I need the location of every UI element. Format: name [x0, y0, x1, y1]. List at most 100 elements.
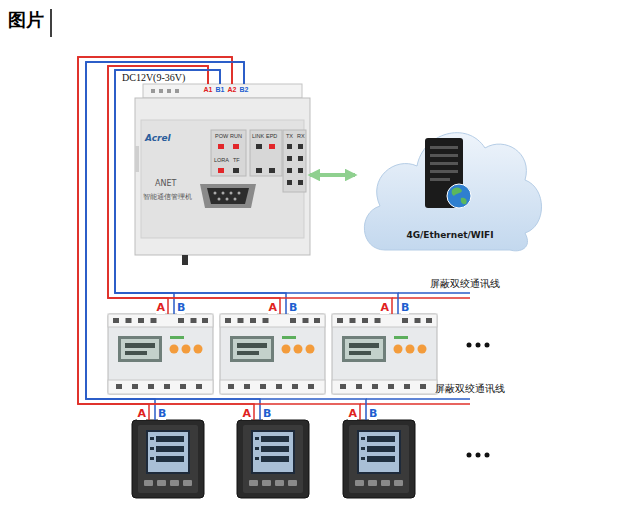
gateway-illustration: [287, 180, 292, 185]
bus-wire-a: [78, 57, 254, 420]
gateway-illustration: [256, 168, 262, 173]
led-label: RX: [297, 133, 305, 139]
terminal-b-label: B: [369, 407, 377, 420]
gateway-illustration: [143, 84, 302, 98]
gateway-illustration: [298, 168, 303, 173]
cloud-illustration: [430, 162, 458, 165]
bus-extension: [398, 292, 470, 294]
ellipsis-dots: [476, 343, 481, 348]
gateway-illustration: [233, 168, 239, 173]
bus-cable: [108, 66, 220, 314]
terminal-b-label: B: [177, 301, 185, 314]
device-model: ANET: [155, 179, 176, 188]
device-name: 智能通信管理机: [143, 192, 192, 202]
led-label: TF: [233, 157, 240, 163]
gateway-illustration: [256, 144, 262, 149]
panel-meter: [343, 420, 415, 498]
gateway-illustration: [233, 144, 239, 149]
gateway-device: AcrelANET 智能通信管理机: [135, 84, 310, 255]
brand-logo: Acrel: [145, 133, 171, 143]
bus-wire-a: [108, 66, 392, 314]
bus-wire-a: [78, 57, 232, 420]
terminal-label: A2: [228, 86, 237, 93]
bus-wire-b: [115, 70, 398, 314]
ellipsis-dots: [467, 343, 472, 348]
gateway-illustration: [175, 89, 179, 93]
led-label: TX: [286, 133, 293, 139]
gateway-illustration: [269, 168, 275, 173]
bus-wire-b: [86, 62, 260, 420]
bus-wire-a: [108, 66, 280, 314]
bus-cable: [78, 57, 244, 420]
energy-meter: AB: [332, 314, 437, 394]
terminal-b-label: B: [401, 301, 409, 314]
terminal-b-label: B: [289, 301, 297, 314]
gateway-illustration: [238, 192, 241, 195]
text-cursor: [50, 9, 52, 37]
terminal-label: A1: [204, 86, 213, 93]
antenna: [182, 255, 188, 265]
energy-meter: [108, 314, 213, 394]
bus-cable: [78, 57, 366, 420]
cloud: 4G/Ethernet/WIFI: [355, 108, 545, 255]
gateway-illustration: [159, 89, 163, 93]
gateway-illustration: [287, 144, 292, 149]
gateway-illustration: [222, 192, 225, 195]
bus-wire-b: [86, 62, 366, 420]
panel-meter: AB: [343, 420, 415, 498]
page-title: 图片: [8, 8, 44, 32]
terminal-b-label: B: [263, 407, 271, 420]
gateway-illustration: [298, 180, 303, 185]
terminal-a-label: A: [348, 407, 357, 420]
cloud-illustration: [430, 178, 450, 181]
cloud-illustration: [364, 133, 541, 251]
cloud-illustration: [430, 146, 458, 149]
led-label: LORA: [214, 157, 229, 163]
bus-cable: [108, 66, 286, 314]
terminal-a-label: A: [156, 301, 165, 314]
gateway-illustration: [218, 198, 221, 201]
gateway-illustration: [167, 89, 171, 93]
gateway-illustration: [234, 198, 237, 201]
panel-meter: AB: [132, 420, 204, 498]
bus-extension: [360, 403, 470, 405]
gateway-illustration: [135, 98, 310, 255]
panel-meter: [237, 420, 309, 498]
energy-meter: [332, 314, 437, 394]
ellipsis-dots: [476, 453, 481, 458]
cloud-illustration: [461, 198, 467, 204]
panel-meter: AB: [237, 420, 309, 498]
double-arrow: [310, 173, 355, 177]
led-label: EPD: [266, 133, 277, 139]
bus-wire-a: [78, 57, 360, 420]
energy-meter: [220, 314, 325, 394]
led-label: RUN: [230, 133, 242, 139]
gateway-illustration: [298, 144, 303, 149]
cloud-illustration: [364, 133, 541, 251]
terminal-a-label: A: [380, 301, 389, 314]
bus-extension: [392, 297, 470, 299]
cable-label: 屏蔽双绞通讯线: [435, 382, 505, 396]
gateway-illustration: [226, 198, 229, 201]
supply-voltage-label: DC12V(9-36V): [122, 72, 185, 83]
ellipsis-dots: [485, 343, 490, 348]
terminal-b-label: B: [158, 407, 166, 420]
gateway-illustration: [287, 168, 292, 173]
terminal-a-label: A: [242, 407, 251, 420]
gateway-illustration: [283, 130, 306, 192]
gateway-illustration: [200, 184, 256, 208]
gateway-illustration: [230, 192, 233, 195]
cloud-illustration: [447, 184, 471, 208]
gateway-illustration: [211, 130, 246, 176]
terminal-a-label: A: [268, 301, 277, 314]
energy-meter: AB: [108, 314, 213, 394]
gateway-illustration: [287, 156, 292, 161]
terminal-a-label: A: [137, 407, 146, 420]
ellipsis-dots: [467, 343, 490, 458]
network-link: [310, 175, 355, 176]
bus-wire-b: [115, 70, 286, 314]
gateway-illustration: [207, 188, 249, 204]
terminal-label: B2: [240, 86, 249, 93]
